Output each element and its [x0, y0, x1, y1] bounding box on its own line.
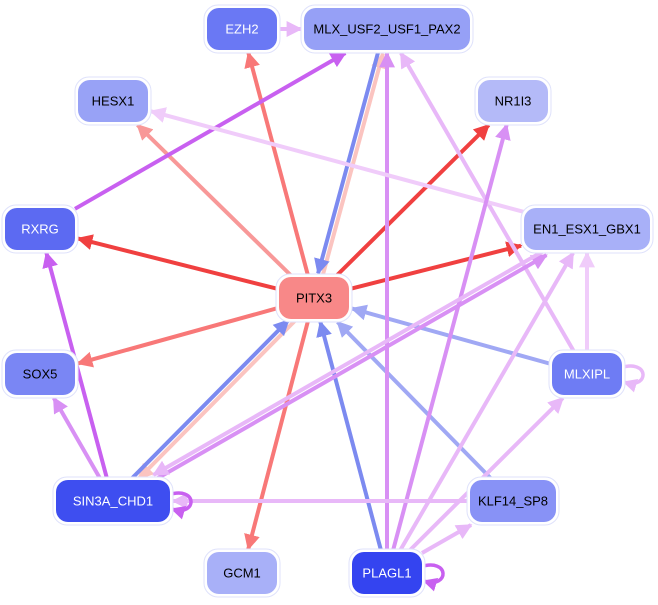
- edge-RXRG-to-MLX_USF2_USF1_PAX2: [74, 51, 347, 211]
- node-label: SOX5: [23, 367, 58, 382]
- node-plagl1[interactable]: PLAGL1: [348, 548, 426, 598]
- node-label: SIN3A_CHD1: [73, 494, 153, 509]
- node-klf14-sp8[interactable]: KLF14_SP8: [466, 476, 560, 526]
- node-box: [56, 480, 170, 522]
- edge-PITX3-to-EZH2: [244, 51, 311, 278]
- edge-KLF14_SP8-to-PITX3: [336, 320, 494, 482]
- node-gcm1[interactable]: GCM1: [203, 548, 281, 598]
- edge-SIN3A_CHD1-to-EN1_ESX1_GBX1: [149, 253, 548, 484]
- node-box: [279, 277, 349, 319]
- edge-PLAGL1-self-loop: [419, 563, 445, 592]
- edge-PITX3-to-SIN3A_CHD1: [137, 319, 297, 481]
- edge-MLX_USF2_USF1_PAX2-to-PITX3: [314, 48, 381, 275]
- node-label: MLXIPL: [564, 367, 610, 382]
- node-rxrg[interactable]: RXRG: [1, 204, 79, 254]
- node-box: [5, 353, 75, 395]
- edge-EN1_ESX1_GBX1-to-SIN3A_CHD1: [152, 246, 551, 477]
- node-box: [207, 552, 277, 594]
- node-pitx3[interactable]: PITX3: [275, 273, 353, 323]
- edge-PITX3-to-HESX1: [136, 123, 294, 279]
- node-label: NR1I3: [495, 94, 532, 109]
- node-label: HESX1: [92, 94, 135, 109]
- edge-PITX3-to-SOX5: [76, 305, 280, 368]
- edge-PLAGL1-to-EN1_ESX1_GBX1: [397, 251, 575, 554]
- node-nr1i3[interactable]: NR1I3: [474, 76, 552, 126]
- edge-PLAGL1-to-PITX3: [316, 320, 384, 553]
- node-label: EZH2: [225, 22, 258, 37]
- edge-PITX3-to-NR1I3: [333, 123, 491, 279]
- edge-SIN3A_CHD1-self-loop: [167, 491, 193, 520]
- edges-layer: [42, 21, 645, 592]
- edge-MLXIPL-self-loop: [619, 364, 645, 393]
- node-label: MLX_USF2_USF1_PAX2: [313, 22, 460, 37]
- edge-SIN3A_CHD1-to-PITX3: [130, 318, 290, 480]
- node-box: [304, 8, 470, 50]
- node-label: RXRG: [21, 222, 59, 237]
- node-sox5[interactable]: SOX5: [1, 349, 79, 399]
- node-box: [352, 552, 422, 594]
- node-label: PLAGL1: [362, 566, 411, 581]
- node-sin3a-chd1[interactable]: SIN3A_CHD1: [52, 476, 174, 526]
- node-box: [470, 480, 556, 522]
- node-ezh2[interactable]: EZH2: [203, 4, 281, 54]
- edge-EN1_ESX1_GBX1-to-HESX1: [149, 107, 525, 214]
- node-label: GCM1: [223, 566, 261, 581]
- node-mlxipl[interactable]: MLXIPL: [548, 349, 626, 399]
- node-label: PITX3: [296, 291, 332, 306]
- edge-PITX3-to-EN1_ESX1_GBX1: [348, 241, 523, 292]
- node-box: [524, 208, 650, 250]
- node-label: EN1_ESX1_GBX1: [533, 222, 641, 237]
- node-box: [552, 353, 622, 395]
- node-box: [207, 8, 277, 50]
- edge-PLAGL1-to-NR1I3: [390, 123, 511, 553]
- edge-SIN3A_CHD1-to-SOX5: [52, 396, 103, 481]
- node-box: [478, 80, 548, 122]
- edge-PITX3-to-RXRG: [76, 234, 280, 292]
- node-hesx1[interactable]: HESX1: [74, 76, 152, 126]
- edge-PITX3-to-GCM1: [244, 318, 311, 551]
- node-mlx-usf2-usf1-pax2[interactable]: MLX_USF2_USF1_PAX2: [300, 4, 474, 54]
- node-box: [78, 80, 148, 122]
- node-label: KLF14_SP8: [478, 494, 548, 509]
- node-box: [5, 208, 75, 250]
- node-en1-esx1-gbx1[interactable]: EN1_ESX1_GBX1: [520, 204, 654, 254]
- edge-PLAGL1-to-MLXIPL: [406, 396, 565, 554]
- edge-PLAGL1-to-KLF14_SP8: [421, 523, 473, 555]
